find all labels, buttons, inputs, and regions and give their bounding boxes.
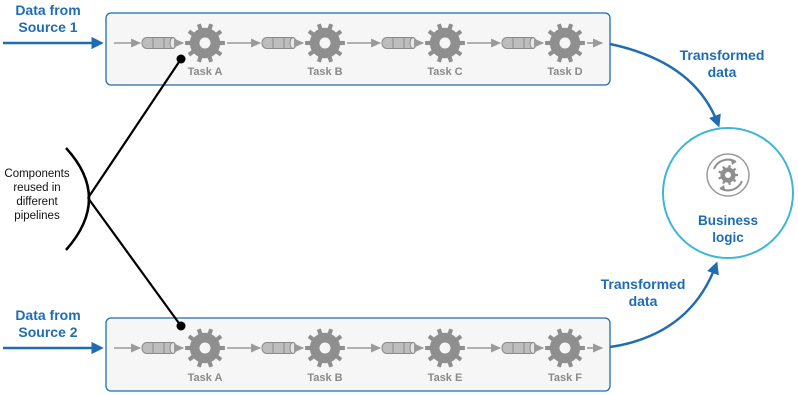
- business-logic-label: Business logic: [698, 212, 758, 246]
- pipeline-1-contents: [114, 23, 604, 63]
- components-label-line3: different: [16, 196, 58, 208]
- pipeline-2-output-line2: data: [628, 293, 658, 309]
- gear-icon: [545, 328, 585, 368]
- connector-dot-pipeline-1: [176, 54, 186, 64]
- gear-icon: [425, 23, 465, 63]
- pipe-icon: [261, 342, 297, 354]
- pipe-icon: [381, 342, 417, 354]
- source-1-label: Data from Source 1: [12, 2, 84, 36]
- source-2-label: Data from Source 2: [12, 307, 84, 341]
- pipeline-1-output-line1: Transformed: [679, 47, 765, 63]
- pipeline-2-task-label: Task E: [427, 372, 463, 384]
- pipeline-2-box: [105, 317, 611, 392]
- gear-icon: [305, 328, 345, 368]
- pipeline-2-output-arrow: [609, 261, 719, 349]
- business-logic-line2: logic: [712, 230, 744, 245]
- components-label-line4: pipelines: [14, 210, 60, 222]
- pipeline-2-output-line1: Transformed: [600, 276, 686, 292]
- source-1-label-line2: Source 1: [18, 19, 78, 35]
- connector-to-pipeline-2: [87, 197, 182, 327]
- pipeline-1-task-label: Task A: [187, 66, 223, 78]
- pipeline-2-task-label: Task F: [547, 372, 583, 384]
- pipe-icon: [381, 37, 417, 49]
- pipeline-1-output-arrow: [609, 42, 721, 128]
- gear-icon: [425, 328, 465, 368]
- gear-icon: [185, 328, 225, 368]
- pipeline-1-task-label: Task B: [307, 66, 343, 78]
- pipeline-1-output-label: Transformed data: [672, 47, 772, 81]
- components-label: Components reused in different pipelines: [0, 167, 74, 223]
- connector-dot-pipeline-2: [176, 321, 186, 331]
- pipeline-1-output-line2: data: [707, 64, 737, 80]
- components-label-line1: Components: [4, 168, 70, 180]
- gear-icon: [185, 23, 225, 63]
- pipeline-2-contents: [114, 328, 604, 368]
- pipeline-2-task-label: Task A: [187, 372, 223, 384]
- pipe-icon: [501, 37, 537, 49]
- pipe-icon: [501, 342, 537, 354]
- pipeline-2-task-label: Task B: [307, 372, 343, 384]
- gear-icon: [545, 23, 585, 63]
- pipe-icon: [261, 37, 297, 49]
- source-2-label-line2: Source 2: [18, 324, 78, 340]
- source-1-label-line1: Data from: [15, 2, 81, 18]
- pipeline-2-output-label: Transformed data: [593, 276, 693, 310]
- connector-to-pipeline-1: [87, 58, 182, 199]
- business-logic-line1: Business: [697, 213, 759, 228]
- components-label-line2: reused in: [13, 182, 61, 194]
- pipe-icon: [141, 37, 177, 49]
- gear-cycle-icon: [706, 153, 750, 197]
- pipe-icon: [141, 342, 177, 354]
- gear-icon: [305, 23, 345, 63]
- source-2-label-line1: Data from: [15, 307, 81, 323]
- pipeline-1-task-label: Task D: [547, 66, 583, 78]
- pipeline-1-task-label: Task C: [427, 66, 463, 78]
- pipeline-1-box: [105, 12, 611, 86]
